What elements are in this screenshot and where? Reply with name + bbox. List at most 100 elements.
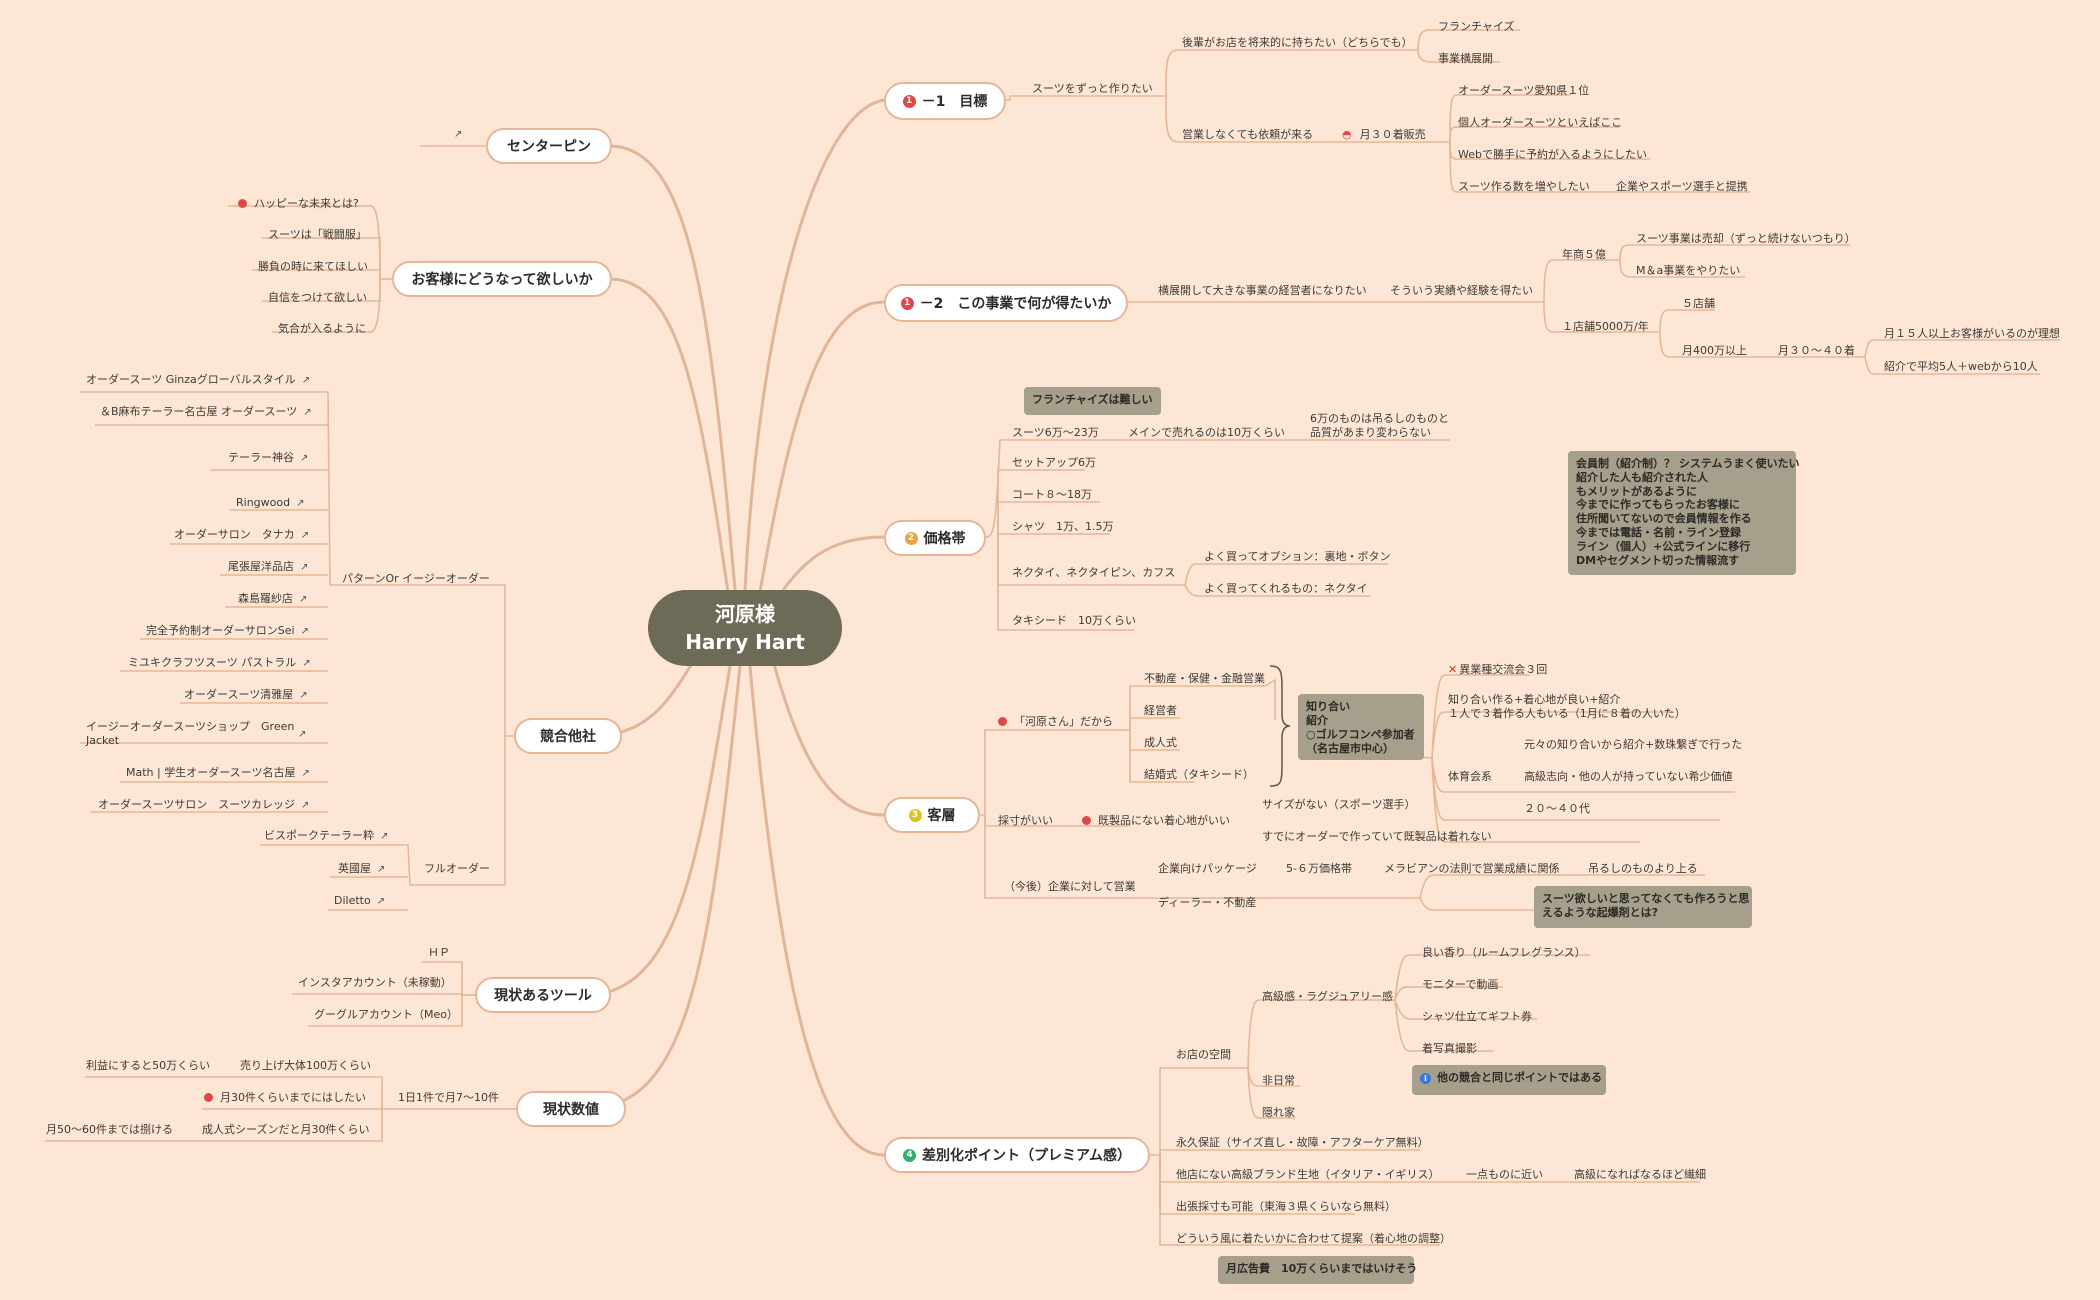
priority-4-icon: 4 [902,1148,916,1162]
topic-price-range[interactable]: 2 価格帯 [884,520,986,556]
competitor-link[interactable]: オーダーサロン タナカ ↗ [174,528,309,543]
label-text: 異業種交流会３回 [1459,663,1548,676]
label-text: 尾張屋洋品店 [228,560,294,573]
label: 6万のものは吊るしのものと 品質があまり変わらない [1310,412,1449,439]
competitor-link[interactable]: 尾張屋洋品店 ↗ [228,560,308,575]
label: スーツ作る数を増やしたい [1458,180,1590,193]
topic-center-pin[interactable]: センターピン [486,128,612,164]
label: ディーラー・不動産 [1158,896,1257,909]
competitor-link[interactable]: 英國屋↗ [338,862,385,877]
label-text: ミユキクラフツスーツ パストラル [128,656,297,669]
competitor-link[interactable]: ビスポークテーラー粋 ↗ [264,829,388,844]
label-text: 森島羅紗店 [238,592,293,605]
label: パターンOr イージーオーダー [342,572,490,585]
topic-customers-label: 客層 [927,808,956,824]
external-link-icon[interactable]: ↗ [301,800,310,811]
competitor-link[interactable]: オーダースーツサロン スーツカレッジ↗ [98,798,309,813]
competitor-link[interactable]: イージーオーダースーツショップ Green Jacket↗ [86,720,306,748]
label: オーダースーツ愛知県１位 [1458,84,1590,97]
label: ネクタイ、ネクタイピン、カフス [1012,566,1176,579]
external-link-icon[interactable]: ↗ [454,129,463,140]
topic-goal[interactable]: 1－1 目標 [884,82,1006,120]
priority-3-icon: 3 [908,808,922,822]
external-link-icon[interactable]: ↗ [377,864,386,875]
competitor-link[interactable]: テーラー神谷↗ [228,451,308,466]
label: ハッピーな未来とは? [238,197,359,211]
label: メラビアンの法則で営業成績に関係 [1384,862,1560,875]
topic-price-label: 価格帯 [923,531,966,547]
competitor-link[interactable]: オーダースーツ Ginzaグローバルスタイル↗ [86,373,310,388]
competitor-link[interactable]: Diletto ↗ [334,894,385,909]
external-link-icon[interactable]: ↗ [376,896,386,907]
label: 採寸がいい [998,814,1053,827]
topic-gains[interactable]: 1－2 この事業で何が得たいか [884,284,1128,322]
external-link-icon[interactable]: ↗ [380,831,389,842]
label: コート８〜18万 [1012,488,1092,501]
label: 月30件くらいまでにはしたい [204,1091,366,1105]
label-text: オーダーサロン タナカ [174,528,295,541]
note-franchise: フランチャイズは難しい [1024,387,1161,415]
external-link-icon[interactable]: ↗ [300,530,310,541]
external-link-icon[interactable]: ↗ [300,562,309,573]
label: 出張採寸も可能（東海３県くらいなら無料） [1176,1200,1396,1213]
competitor-link[interactable]: Math | 学生オーダースーツ名古屋 ↗ [126,766,310,781]
topic-diff-label: 差別化ポイント（プレミアム感） [921,1148,1132,1164]
competitor-link[interactable]: 森島羅紗店 ↗ [238,592,307,607]
label: 営業しなくても依頼が来る [1182,128,1314,141]
label: よく買ってオプション：裏地・ボタン [1204,550,1391,563]
topic-gains-label: －2 この事業で何が得たいか [919,296,1112,312]
topic-customer-goal[interactable]: お客様にどうなって欲しいか [392,261,612,297]
topic-tools[interactable]: 現状あるツール [475,977,611,1013]
label: 永久保証（サイズ直し・故障・アフターケア無料） [1176,1136,1429,1149]
label-text: 完全予約制オーダーサロンSei [146,624,295,637]
label: 非日常 [1262,1074,1295,1087]
label: 横展開して大きな事業の経営者になりたい [1158,284,1367,297]
label: メインで売れるのは10万くらい [1128,426,1285,439]
competitor-link[interactable]: オーダースーツ清雅屋 ↗ [184,688,308,703]
label-text: Diletto [334,894,371,907]
external-link-icon[interactable]: ↗ [296,498,305,509]
priority-2-icon: 2 [904,531,918,545]
competitor-link[interactable]: Ringwood↗ [236,496,304,511]
label: 企業やスポーツ選手と提携 [1616,180,1748,193]
external-link-icon[interactable]: ↗ [298,729,307,740]
center-node[interactable]: 河原様 Harry Hart [648,590,842,666]
label: 吊るしのものより上る [1588,862,1698,875]
competitor-link[interactable]: ＆B麻布テーラー名古屋 オーダースーツ↗ [100,405,312,420]
topic-numbers[interactable]: 現状数値 [516,1091,626,1127]
label: 年商５億 [1562,248,1606,261]
label: 紹介で平均5人＋webから10人 [1884,360,2038,373]
external-link-icon[interactable]: ↗ [302,658,311,669]
label: 売り上げ大体100万くらい [240,1059,371,1072]
label: 自信をつけて欲しい [268,291,367,304]
label: １店舗5000万/年 [1562,320,1649,333]
competitor-link[interactable]: 完全予約制オーダーサロンSei ↗ [146,624,309,639]
external-link-icon[interactable]: ↗ [299,690,308,701]
label-text: Math | 学生オーダースーツ名古屋 [126,766,296,779]
topic-customers[interactable]: 3 客層 [884,797,980,833]
note-membership: 会員制（紹介制）？ システムうまく使いたい 紹介した人も紹介された人 もメリット… [1568,451,1800,575]
label-text: オーダースーツ清雅屋 [184,688,294,701]
label: 体育会系 [1448,770,1492,783]
topic-competitors[interactable]: 競合他社 [514,718,622,754]
external-link-icon[interactable]: ↗ [303,407,312,418]
red-dot-icon [998,717,1007,726]
label-text: ビスポークテーラー粋 [264,829,374,842]
topic-differentiation[interactable]: 4 差別化ポイント（プレミアム感） [884,1137,1150,1173]
external-link-icon[interactable]: ↗ [301,375,311,386]
label: どういう風に着たいかに合わせて提案（着心地の調整） [1176,1232,1451,1245]
label: そういう実績や経験を得たい [1390,284,1533,297]
label: サイズがない（スポーツ選手） [1262,798,1416,811]
external-link-icon[interactable]: ↗ [299,594,308,605]
note-ad-budget: 月広告費 10万くらいまではいけそう [1218,1256,1417,1284]
label: 気合が入るように [278,322,366,335]
label: シャツ 1万、1.5万 [1012,520,1114,533]
external-link-icon[interactable]: ↗ [300,626,309,637]
label-text: 月３０着販売 [1359,128,1426,141]
note-trigger: スーツ欲しいと思ってなくても作ろうと思 えるような起爆剤とは? [1534,886,1752,928]
bracket [1269,665,1291,787]
competitor-link[interactable]: ミユキクラフツスーツ パストラル ↗ [128,656,311,671]
note-acquaintance: 知り合い 紹介 ○ゴルフコンペ参加者 （名古屋市中心） [1298,694,1424,760]
external-link-icon[interactable]: ↗ [300,453,309,464]
external-link-icon[interactable]: ↗ [301,768,310,779]
